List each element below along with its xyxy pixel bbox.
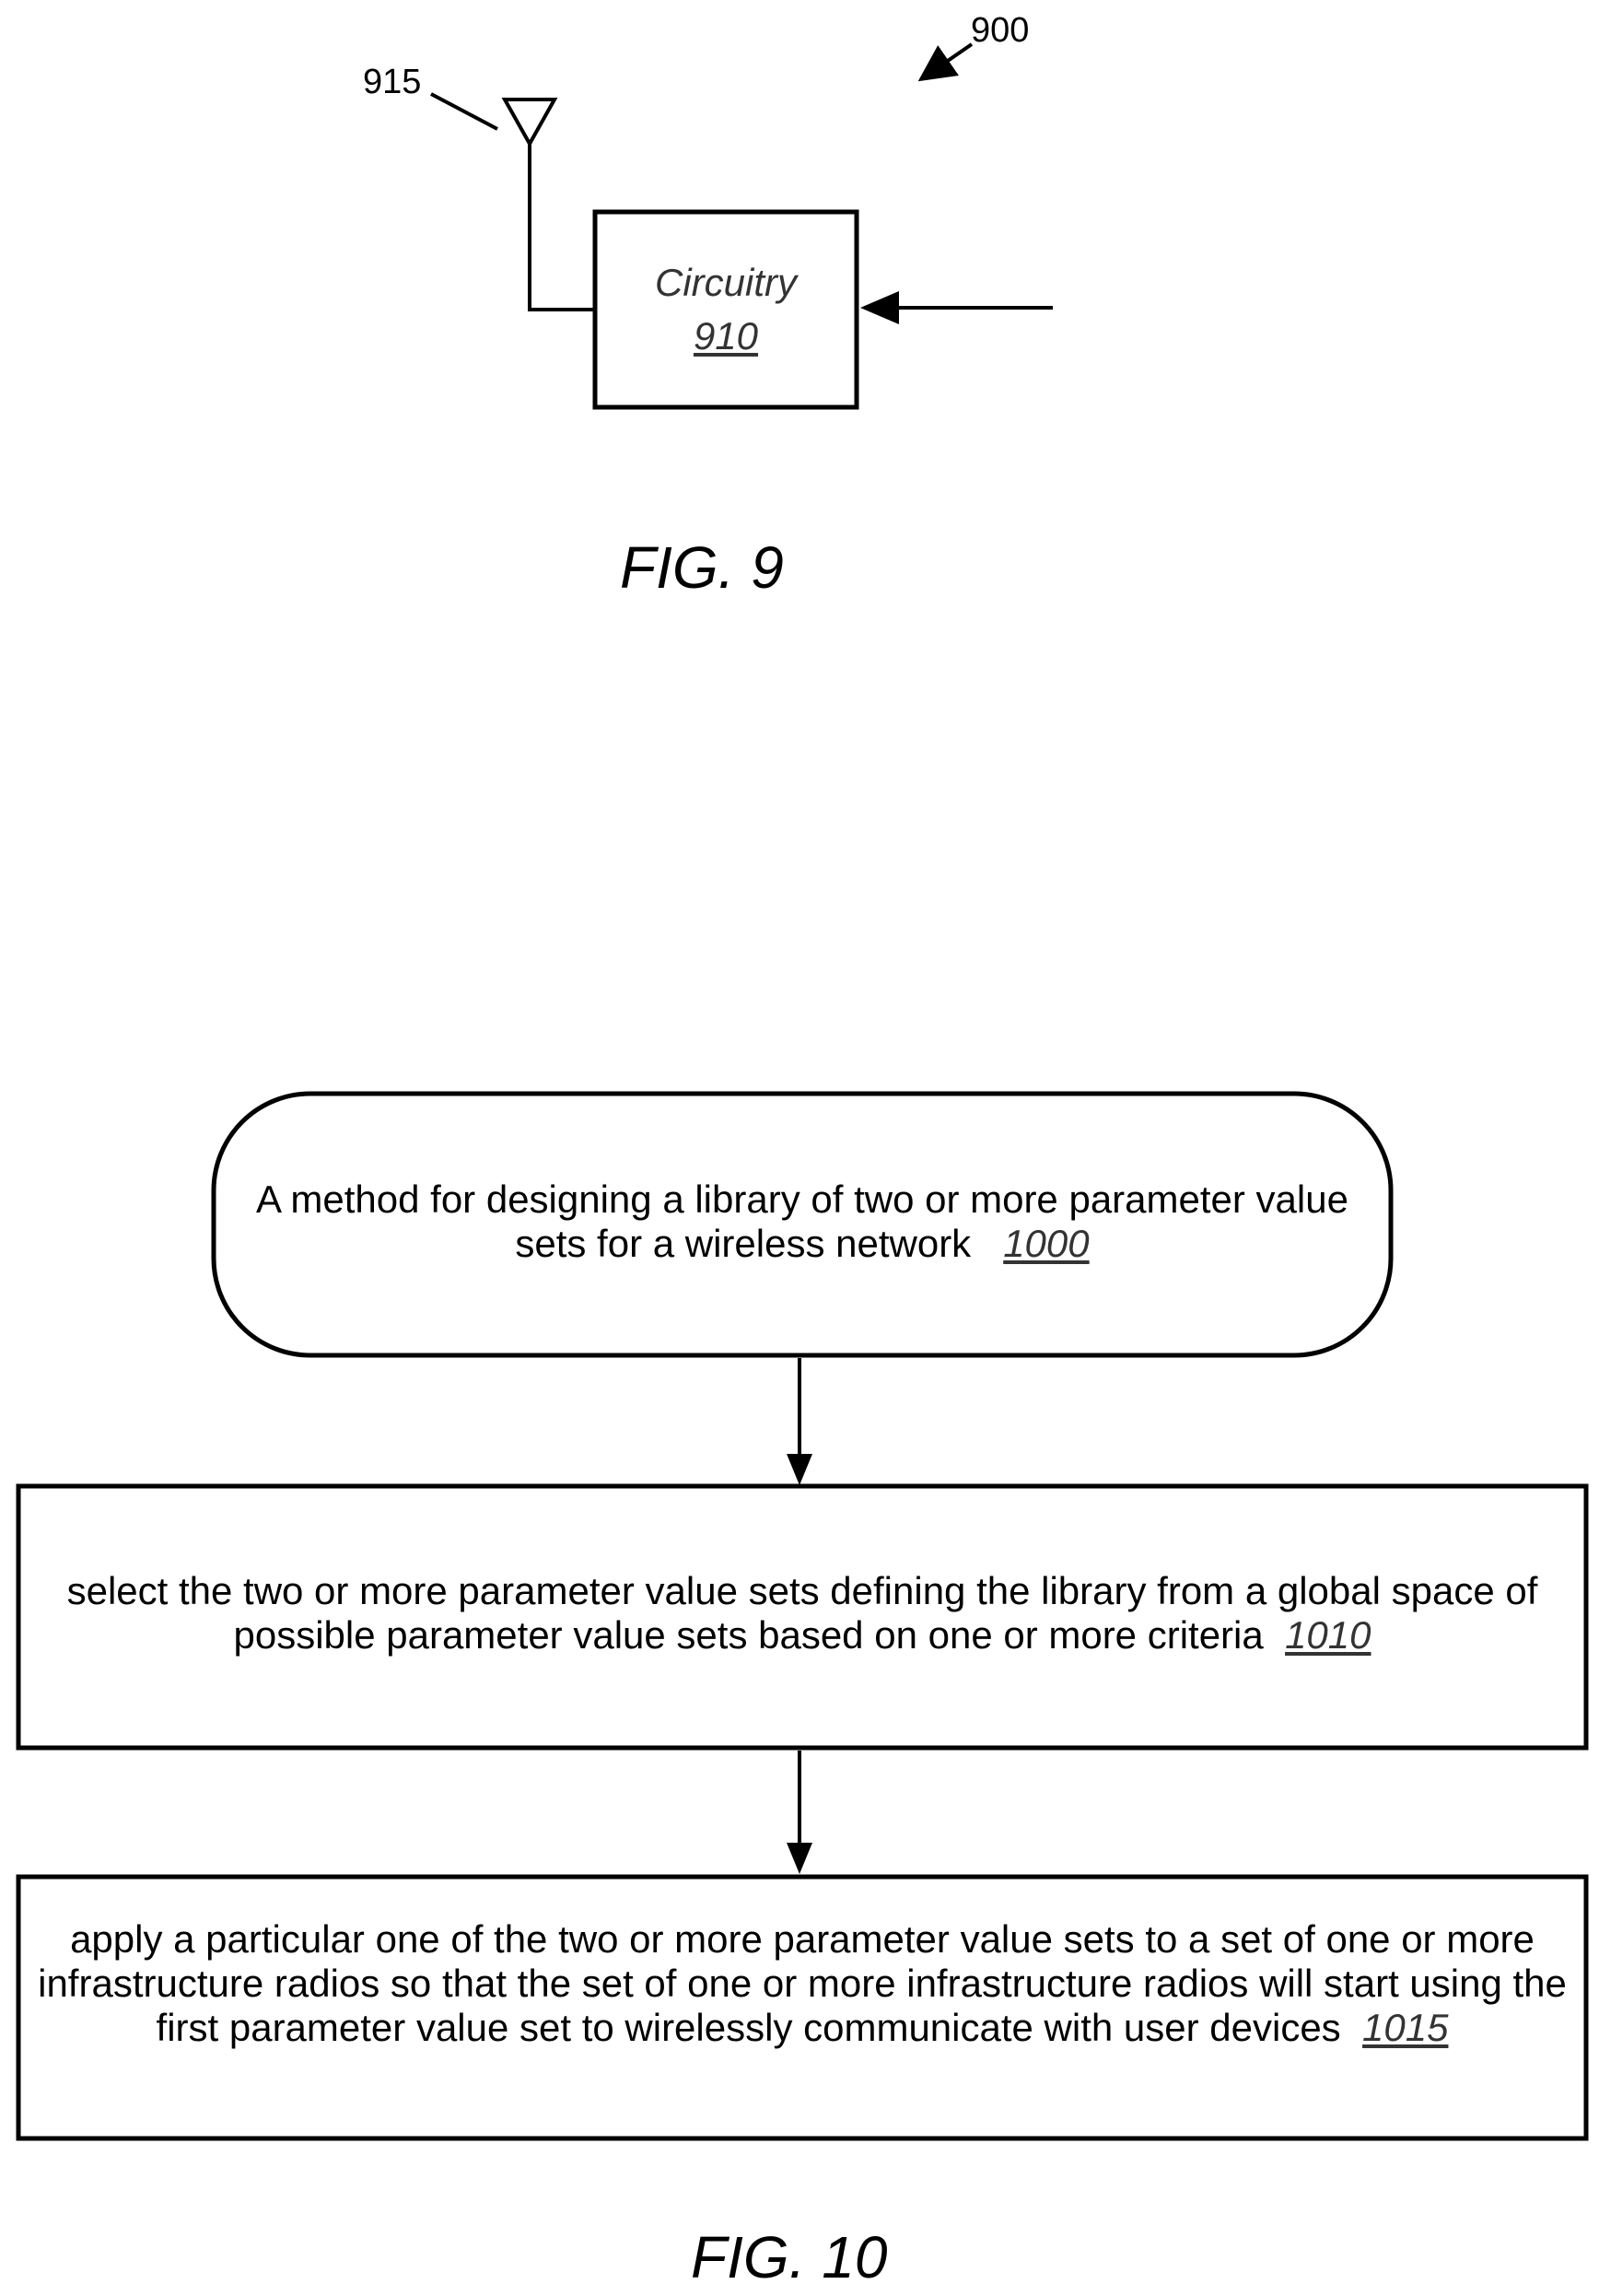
start-box: A method for designing a library of two … xyxy=(230,1177,1374,1266)
step-1015-ref: 1015 xyxy=(1362,2006,1448,2049)
flow-arrow-1-head xyxy=(787,1454,812,1485)
flow-arrow-2-head xyxy=(787,1843,812,1874)
antenna-feed-line xyxy=(530,144,595,310)
step-1010-ref: 1010 xyxy=(1285,1613,1371,1657)
circuitry-ref: 910 xyxy=(694,314,758,357)
circuitry-input-arrowhead xyxy=(860,291,899,324)
step-1015-text: apply a particular one of the two or mor… xyxy=(38,1917,1567,2049)
start-box-text: A method for designing a library of two … xyxy=(256,1177,1348,1265)
fig9-caption: FIG. 9 xyxy=(620,538,784,597)
antenna-icon xyxy=(505,100,554,144)
step-1010-box: select the two or more parameter value s… xyxy=(37,1569,1568,1658)
ref-900-label: 900 xyxy=(971,13,1029,48)
circuitry-label-block: Circuitry 910 xyxy=(595,256,857,363)
start-box-ref: 1000 xyxy=(1003,1222,1089,1265)
step-1015-box: apply a particular one of the two or mor… xyxy=(28,1917,1577,2050)
ref-900-arrow xyxy=(921,44,972,79)
ref-915-label: 915 xyxy=(363,64,421,100)
ref-915-leader xyxy=(431,94,497,129)
fig10-caption: FIG. 10 xyxy=(691,2228,887,2287)
circuitry-label: Circuitry xyxy=(595,256,857,310)
